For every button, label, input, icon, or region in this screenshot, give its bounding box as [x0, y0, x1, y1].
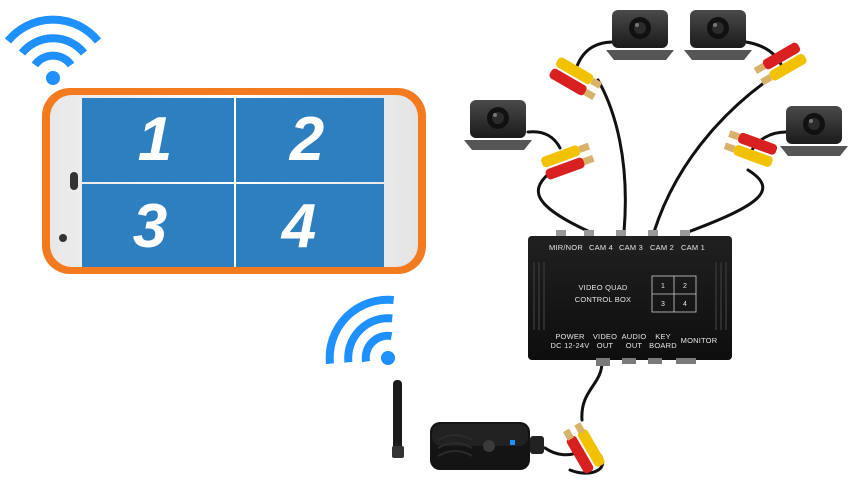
- port-label-audio-line1: AUDIO: [622, 332, 647, 341]
- quadrant-label-1: 1: [138, 105, 172, 174]
- rca-connector-pair: [541, 142, 595, 180]
- camera-icon: [464, 100, 532, 150]
- cable: [526, 130, 562, 150]
- port-label-audio-line2: OUT: [626, 341, 643, 350]
- box-title-line1: VIDEO QUAD: [578, 283, 627, 292]
- screen-quadrant-3: [82, 184, 234, 267]
- port-label-power-line2: DC 12-24V: [551, 341, 590, 350]
- phone-camera: [59, 234, 67, 242]
- port-label-video-line2: OUT: [597, 341, 614, 350]
- screen-quadrant-4: [236, 184, 384, 267]
- rca-connector-pair: [562, 422, 605, 474]
- status-led: [510, 440, 515, 445]
- port-label-cam1: CAM 1: [681, 243, 705, 252]
- cable: [573, 40, 616, 74]
- camera-icon: [780, 106, 848, 156]
- quadrant-label-2: 2: [289, 105, 324, 174]
- port-label-keyboard-line1: KEY: [655, 332, 671, 341]
- cable: [580, 360, 604, 422]
- phone-screen: 1 2 3 4: [82, 98, 384, 267]
- grid-label-2: 2: [683, 283, 687, 290]
- cable: [652, 78, 770, 234]
- cable: [536, 166, 592, 234]
- rca-connector-pair: [549, 57, 603, 101]
- smartphone: 1 2 3 4: [42, 88, 426, 274]
- phone-speaker: [70, 172, 78, 190]
- port-label-cam2: CAM 2: [650, 243, 674, 252]
- screen-quadrant-2: [236, 98, 384, 182]
- port-label-cam3: CAM 3: [619, 243, 643, 252]
- screen-quadrant-1: [82, 98, 234, 182]
- quad-control-box: MIR/NOR CAM 4 CAM 3 CAM 2 CAM 1 VIDEO QU…: [528, 230, 732, 366]
- rca-connector-pair: [723, 130, 778, 167]
- box-title-line2: CONTROL BOX: [575, 295, 632, 304]
- camera-icon: [606, 10, 674, 60]
- camera-icon: [684, 10, 752, 60]
- quad-grid-logo: 1 2 3 4: [651, 275, 697, 313]
- grid-label-4: 4: [683, 301, 687, 308]
- port-label-keyboard-line2: BOARD: [649, 341, 677, 350]
- wireless-transmitter-icon: [392, 380, 544, 470]
- wifi-icon: [325, 295, 395, 365]
- port-label-mirror: MIR/NOR: [549, 243, 583, 252]
- port-label-power-line1: POWER: [555, 332, 585, 341]
- quadrant-label-4: 4: [280, 192, 316, 261]
- port-label-monitor: MONITOR: [681, 336, 718, 345]
- quadrant-label-3: 3: [133, 192, 167, 261]
- grid-label-3: 3: [661, 301, 665, 308]
- wifi-icon: [4, 15, 102, 85]
- cable: [686, 168, 765, 234]
- port-label-cam4: CAM 4: [589, 243, 613, 252]
- cable: [596, 78, 627, 234]
- rca-connector-pair: [753, 42, 807, 86]
- port-label-video-line1: VIDEO: [593, 332, 617, 341]
- grid-label-1: 1: [661, 283, 665, 290]
- antenna: [393, 380, 402, 450]
- power-button[interactable]: [483, 440, 495, 452]
